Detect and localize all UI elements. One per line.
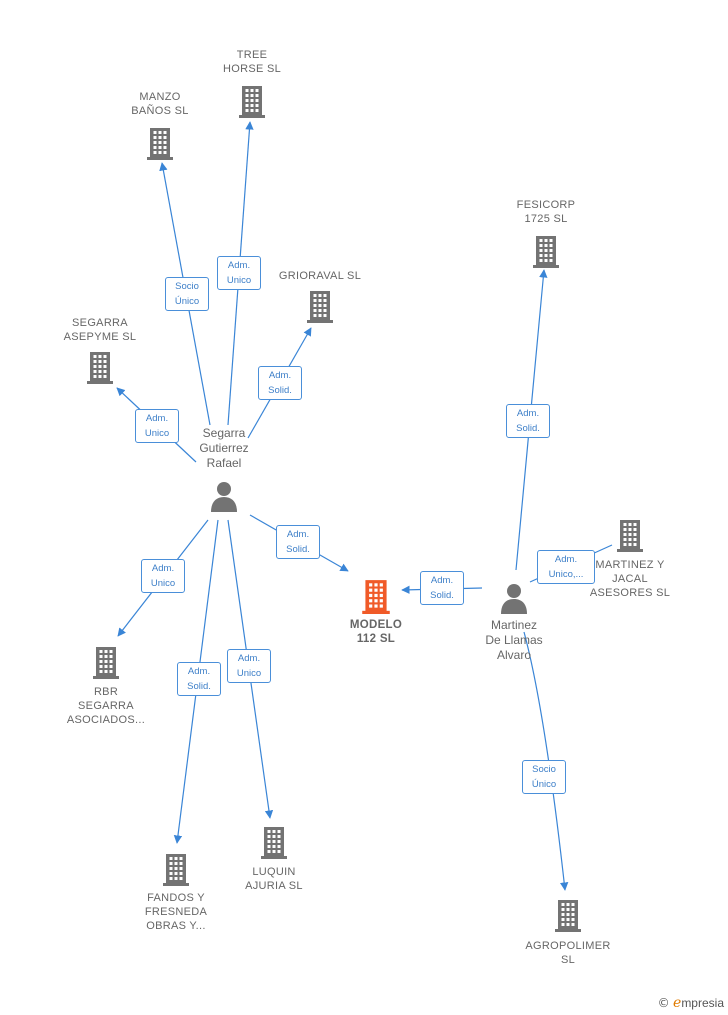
company-label: TREE HORSE SL <box>222 49 282 75</box>
edge-label: Adm. Unico <box>217 256 261 290</box>
building-icon <box>163 854 189 886</box>
edge-label: Adm. Solid. <box>276 525 320 559</box>
building-icon <box>555 900 581 932</box>
person-icon <box>211 482 237 512</box>
edge-label: Socio Único <box>165 277 209 311</box>
building-icon <box>261 827 287 859</box>
edge-label: Socio Único <box>522 760 566 794</box>
person-label: Martinez De Llamas Alvaro <box>485 618 543 662</box>
company-label: MANZO BAÑOS SL <box>131 91 189 117</box>
company-label: RBR SEGARRA ASOCIADOS... <box>66 686 146 726</box>
company-label: MODELO 112 SL <box>349 619 403 645</box>
company-label: SEGARRA ASEPYME SL <box>63 317 137 343</box>
edge-label: Adm. Solid. <box>420 571 464 605</box>
edge-label: Adm. Unico <box>227 649 271 683</box>
building-icon <box>87 352 113 384</box>
building-icon <box>239 86 265 118</box>
company-label: LUQUIN AJURIA SL <box>245 866 303 892</box>
edge-label: Adm. Solid. <box>258 366 302 400</box>
person-label: Segarra Gutierrez Rafael <box>199 426 249 470</box>
edge-label: Adm. Unico <box>141 559 185 593</box>
brand-name: mpresia <box>681 996 724 1010</box>
brand-initial: e <box>673 995 682 1011</box>
building-icon <box>307 291 333 323</box>
edge-label: Adm. Solid. <box>177 662 221 696</box>
edge-martinez-agropolimer <box>523 631 569 891</box>
building-icon <box>533 236 559 268</box>
building-icon <box>93 647 119 679</box>
company-label: GRIORAVAL SL <box>278 270 362 282</box>
company-label: FANDOS Y FRESNEDA OBRAS Y... <box>144 892 208 932</box>
building-icon <box>617 520 643 552</box>
edge-label: Adm. Unico <box>135 409 179 443</box>
person-icon <box>501 584 527 614</box>
building-icon <box>362 580 390 614</box>
edge-label: Adm. Solid. <box>506 404 550 438</box>
building-icon <box>147 128 173 160</box>
brand-watermark: © empresia <box>658 995 724 1011</box>
edge-label: Adm. Unico,... <box>537 550 595 584</box>
company-label: FESICORP 1725 SL <box>516 199 576 225</box>
company-label: AGROPOLIMER SL <box>525 940 611 966</box>
copyright-icon: © <box>657 996 670 1010</box>
company-label: MARTINEZ Y JACAL ASESORES SL <box>589 559 671 599</box>
